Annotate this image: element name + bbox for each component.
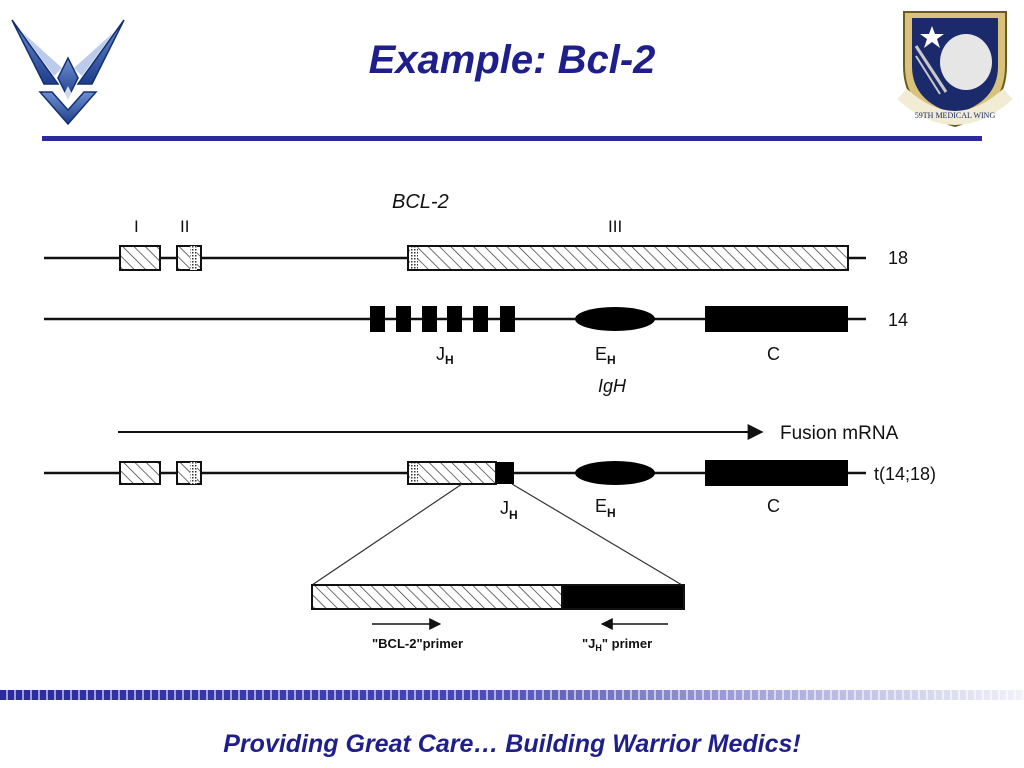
wing-name-text: 59TH MEDICAL WING	[915, 111, 996, 120]
igh-label: IgH	[598, 376, 627, 396]
fusion-jh-label: JH	[500, 498, 518, 522]
footer-tagline: Providing Great Care… Building Warrior M…	[223, 730, 801, 758]
jh-label: JH	[436, 344, 454, 367]
translocated-chromosome	[44, 460, 866, 486]
chromosome-18-label: 18	[888, 248, 908, 268]
bcl2-translocation-diagram: BCL-2 I II III 18 14 JH EH C IgH Fusion …	[44, 191, 936, 653]
fusion-eh-label: EH	[595, 496, 616, 520]
59th-medical-wing-shield-icon: 59TH MEDICAL WING	[897, 11, 1013, 128]
fusion-c-label: C	[767, 496, 780, 516]
zoom-line-right	[511, 483, 683, 586]
eh-label: EH	[595, 344, 616, 367]
fusion-mrna-label: Fusion mRNA	[780, 423, 899, 444]
chromosome-14	[44, 306, 866, 332]
gene-title: BCL-2	[392, 191, 449, 213]
zoom-line-left	[311, 483, 463, 586]
enlarged-fusion-region	[311, 584, 685, 610]
chromosome-18	[44, 245, 866, 271]
exon-label-2: II	[180, 217, 189, 236]
chromosome-14-label: 14	[888, 310, 908, 330]
footer-band	[0, 690, 1024, 700]
air-force-wings-icon	[11, 19, 125, 126]
jh-primer-label: "JH" primer	[582, 636, 652, 653]
translocation-label: t(14;18)	[874, 464, 936, 484]
bcl2-primer-label: "BCL-2"primer	[372, 636, 463, 651]
slide-title: Example: Bcl-2	[368, 38, 656, 82]
exon-label-1: I	[134, 217, 139, 236]
title-rule	[42, 136, 982, 141]
exon-label-3: III	[608, 217, 622, 236]
c-label: C	[767, 344, 780, 364]
